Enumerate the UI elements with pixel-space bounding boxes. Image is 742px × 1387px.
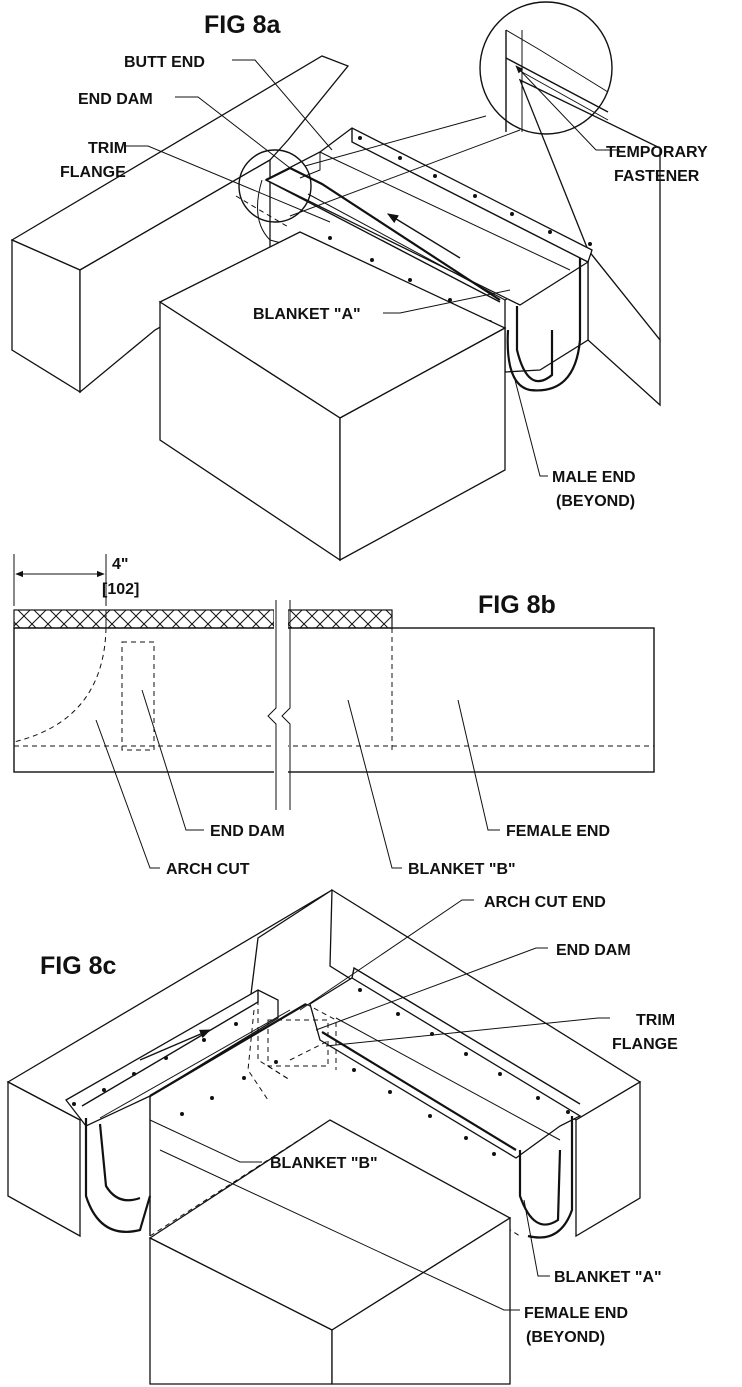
fig8c-right-slab [329, 888, 642, 1238]
fig8a-beyond-label: (BEYOND) [556, 493, 635, 510]
fig8c-trim-label: TRIM [636, 1012, 675, 1029]
fig8a-leaders [125, 59, 620, 477]
fig8b-hatched-flange [13, 609, 393, 629]
fig8b-dimension-mm: [102] [102, 581, 139, 598]
fig8b-leaders [95, 689, 500, 869]
fig8c-beyond-label: (BEYOND) [526, 1329, 605, 1346]
fig8b-end-dam-outline [121, 641, 155, 751]
fig8c-female-end-label: FEMALE END [524, 1305, 628, 1322]
fig8b-blanket-b-label: BLANKET "B" [408, 861, 516, 878]
fig8b-arch-cut-label: ARCH CUT [166, 861, 250, 878]
fig8a-detail-callout [479, 1, 613, 135]
fig8a-front-block [158, 231, 507, 562]
fig8a-temporary-label: TEMPORARY [606, 144, 708, 161]
fig-8c: FIG 8c [6, 888, 678, 1385]
fig8a-blanket-a-label: BLANKET "A" [253, 306, 361, 323]
fig8a-left-slab [10, 55, 350, 394]
fig8a-detail-marker [238, 149, 312, 223]
fig8c-blanket-a-label: BLANKET "A" [554, 1269, 662, 1286]
fig8c-flange-label: FLANGE [612, 1036, 678, 1053]
fig8c-leaders [149, 899, 610, 1311]
fig8b-end-dam-label: END DAM [210, 823, 285, 840]
fig8b-female-end-label: FEMALE END [506, 823, 610, 840]
fig8a-detail-content [505, 29, 609, 151]
fig-8a: FIG 8a [10, 1, 708, 562]
fig-8b-title: FIG 8b [478, 591, 556, 619]
fig8a-direction-arrow [387, 213, 461, 259]
fig8a-trim-label: TRIM [88, 140, 127, 157]
fig8a-flange-label: FLANGE [60, 164, 126, 181]
fig-8b: FIG 8b 4" [102] [13, 554, 655, 878]
fig8a-fasteners [328, 136, 592, 324]
fig8c-end-dam-label: END DAM [556, 942, 631, 959]
fig8b-dimension: 4" [102] [13, 554, 139, 606]
fig8c-blanket-a-assembly [309, 966, 582, 1239]
fig8b-blanket-outline [13, 627, 655, 773]
fig-8a-title: FIG 8a [204, 11, 282, 39]
fig8b-arch-cut [13, 627, 107, 743]
fig8a-end-dam-label: END DAM [78, 91, 153, 108]
fig-8c-title: FIG 8c [40, 952, 117, 980]
fig8a-butt-end-label: BUTT END [124, 54, 205, 71]
fig8c-arch-cut-end-label: ARCH CUT END [484, 894, 606, 911]
fig8c-blanket-b-label: BLANKET "B" [270, 1155, 378, 1172]
fig8c-direction-arrow [139, 1029, 212, 1061]
fig8b-dimension-in: 4" [112, 556, 128, 573]
fig8a-fastener-label: FASTENER [614, 168, 700, 185]
fig8a-male-end-label: MALE END [552, 469, 636, 486]
fig8c-front-block [148, 1119, 512, 1385]
fig8c-left-slab [6, 889, 333, 1238]
